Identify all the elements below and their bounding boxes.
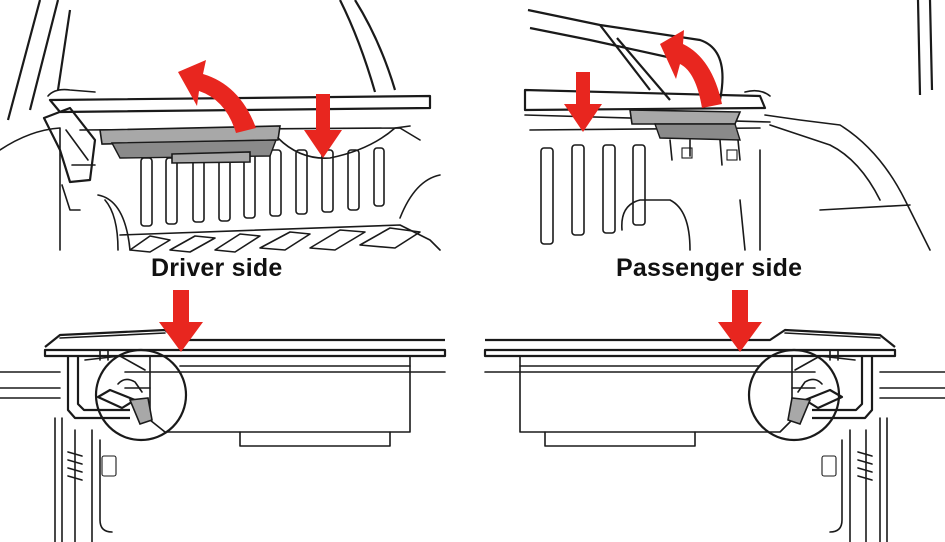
passenger-side-caption: Passenger side	[616, 254, 803, 282]
passenger-side-detail-illustration	[483, 290, 945, 542]
driver-side-bed-illustration	[0, 0, 441, 253]
down-arrow-icon	[564, 72, 602, 132]
driver-side-caption: Driver side	[151, 254, 283, 282]
passenger-side-bed-illustration	[523, 0, 934, 251]
down-arrow-icon	[718, 290, 762, 352]
detail-circle	[747, 348, 841, 442]
curved-arrow-icon	[178, 60, 256, 133]
down-arrow-icon	[159, 290, 203, 352]
down-arrow-icon	[304, 94, 342, 158]
detail-circle	[94, 348, 188, 442]
curved-arrow-icon	[660, 30, 722, 108]
driver-side-detail-illustration	[0, 290, 447, 542]
